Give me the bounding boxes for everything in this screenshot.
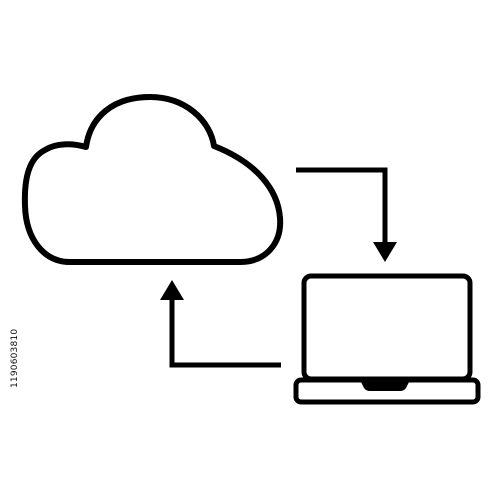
laptop-icon xyxy=(293,273,481,405)
arrow-up-icon xyxy=(160,280,281,368)
cloud-icon xyxy=(21,94,284,265)
laptop-screen xyxy=(301,273,473,382)
image-id-label: 1190603810 xyxy=(10,328,20,388)
arrow-down-icon xyxy=(296,167,397,262)
laptop-trackpad-notch xyxy=(360,380,410,391)
